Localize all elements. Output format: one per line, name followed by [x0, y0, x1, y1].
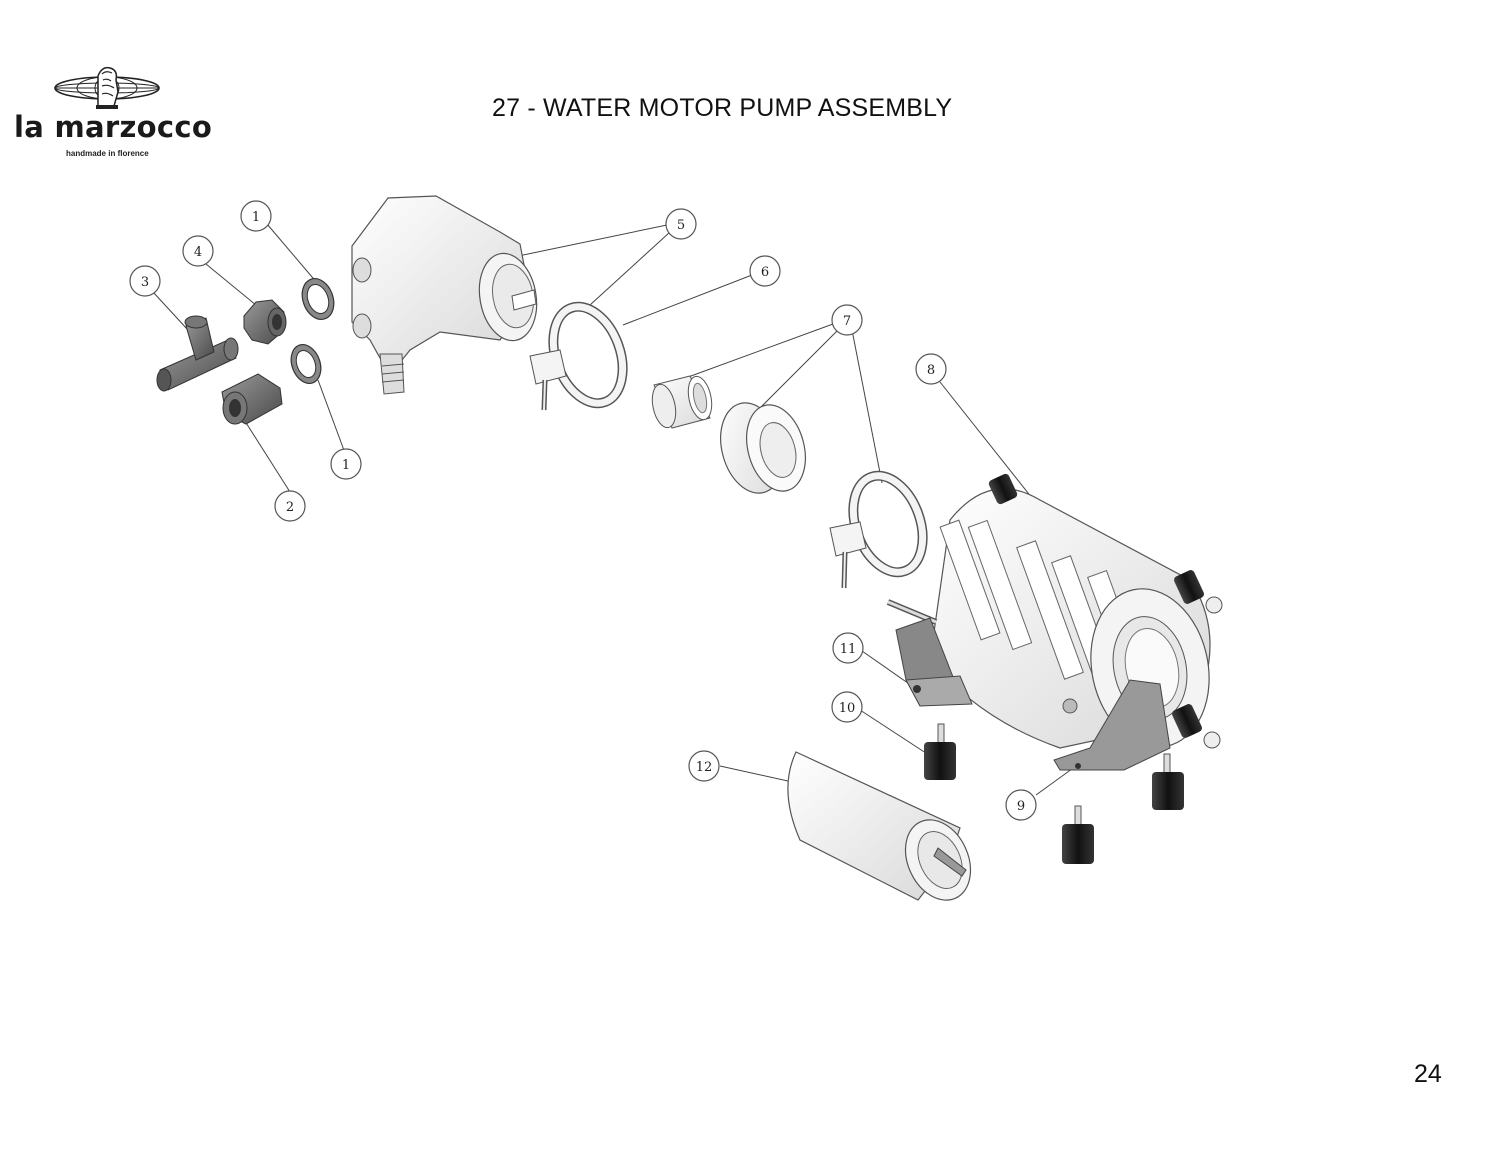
clamp-pump [529, 301, 628, 411]
motor [886, 473, 1223, 749]
svg-text:7: 7 [843, 314, 851, 329]
clamp-motor [829, 470, 928, 589]
mounting-bracket-front [1053, 679, 1171, 771]
nut-fitting [243, 299, 287, 345]
foot-3 [1062, 805, 1094, 864]
svg-text:1: 1 [342, 458, 350, 473]
page-number: 24 [1414, 1060, 1442, 1088]
callout-10: 10 [831, 691, 863, 723]
tee-fitting [156, 315, 239, 392]
svg-text:6: 6 [761, 265, 769, 280]
callout-6: 6 [749, 255, 781, 287]
washer-upper [301, 278, 335, 320]
globe-lion-logo-icon [54, 66, 160, 109]
callout-3: 3 [129, 265, 161, 297]
leader-lines [152, 223, 1077, 796]
anti-vibration-feet [924, 723, 1184, 864]
union-fitting [221, 373, 283, 425]
callouts: 1 4 3 1 2 5 6 7 8 11 10 12 9 [129, 200, 1037, 821]
foot-1 [924, 723, 956, 780]
callout-4: 4 [182, 235, 214, 267]
page-title: 27 - WATER MOTOR PUMP ASSEMBLY [492, 94, 953, 122]
callout-2: 2 [274, 490, 306, 522]
svg-text:3: 3 [141, 275, 149, 290]
brand-logo [10, 62, 210, 162]
svg-text:9: 9 [1017, 799, 1025, 814]
callout-1b: 1 [330, 448, 362, 480]
svg-text:10: 10 [839, 701, 856, 716]
svg-text:8: 8 [927, 363, 935, 378]
brand-wordmark: la marzocco [14, 110, 213, 144]
callout-9: 9 [1005, 789, 1037, 821]
washer-lower [290, 344, 322, 384]
svg-text:1: 1 [252, 210, 260, 225]
svg-text:5: 5 [677, 218, 685, 233]
pump-head [351, 195, 538, 395]
callout-12: 12 [688, 750, 720, 782]
capacitor [787, 751, 972, 901]
callout-11: 11 [832, 632, 864, 664]
mounting-bracket-rear [895, 617, 973, 707]
foot-2 [1152, 753, 1184, 810]
adapter-ring [720, 402, 806, 494]
svg-text:2: 2 [286, 500, 294, 515]
brand-tagline: handmade in florence [66, 149, 149, 158]
adapter-sleeve [651, 375, 713, 429]
svg-text:4: 4 [194, 245, 202, 260]
callout-5: 5 [665, 208, 697, 240]
callout-8: 8 [915, 353, 947, 385]
callout-1a: 1 [240, 200, 272, 232]
callout-7: 7 [831, 304, 863, 336]
svg-text:12: 12 [696, 760, 713, 775]
svg-text:11: 11 [840, 642, 857, 657]
